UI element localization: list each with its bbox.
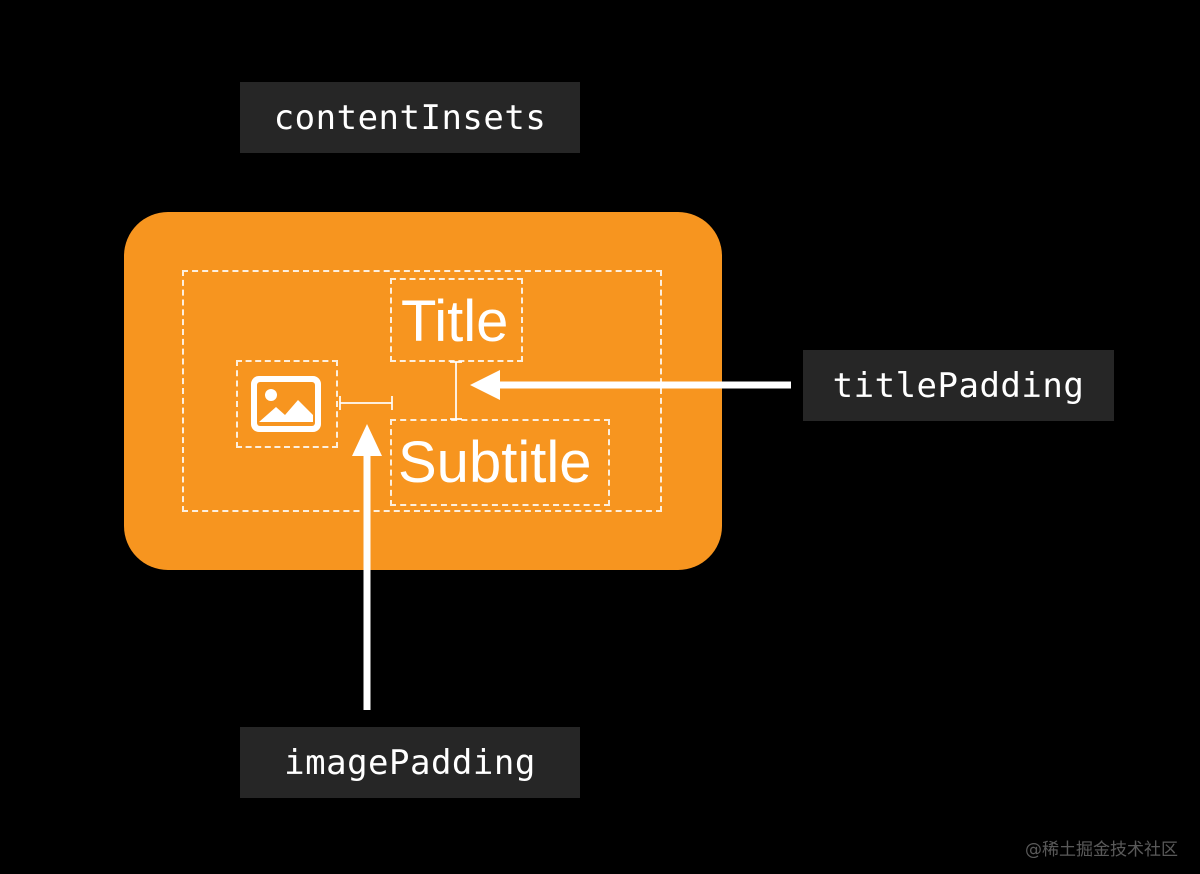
image-padding-label: imagePadding: [240, 727, 580, 798]
image-guide: [236, 360, 338, 448]
content-insets-label: contentInsets: [240, 82, 580, 153]
button-title: Title: [401, 289, 509, 354]
title-padding-label: titlePadding: [803, 350, 1114, 421]
subtitle-guide: [390, 419, 610, 506]
button-subtitle: Subtitle: [398, 430, 592, 495]
watermark: @稀土掘金技术社区: [1025, 840, 1178, 860]
photo-icon: [251, 376, 321, 432]
content-insets-guide: [182, 270, 662, 512]
